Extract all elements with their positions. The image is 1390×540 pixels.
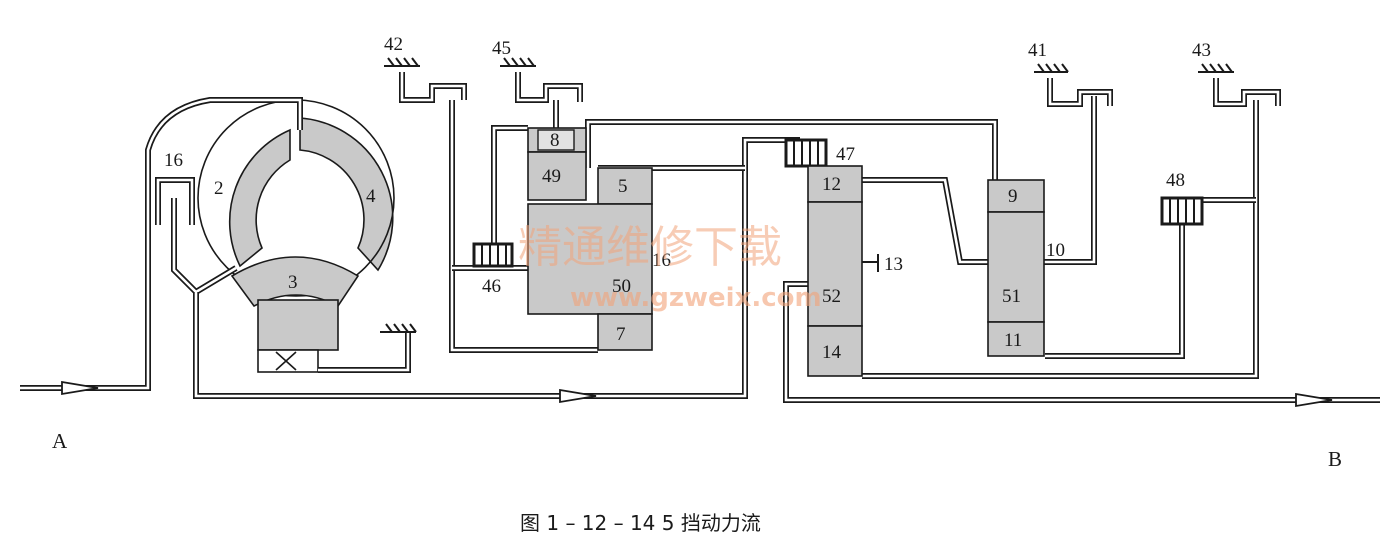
label-16-lockup: 16 [164, 150, 183, 171]
torque-converter [197, 99, 395, 373]
label-2: 2 [214, 178, 224, 199]
label-41: 41 [1028, 40, 1047, 61]
arrow-output [1295, 392, 1333, 408]
clutch-47 [784, 138, 828, 168]
label-4: 4 [366, 186, 376, 207]
label-50: 50 [612, 276, 631, 297]
label-10: 10 [1046, 240, 1065, 261]
label-8: 8 [550, 130, 560, 151]
label-7: 7 [616, 324, 626, 345]
label-3: 3 [288, 272, 298, 293]
ground-symbols [380, 57, 1234, 333]
ground-42-hatch [384, 57, 420, 67]
converter-ring-2 [228, 128, 291, 268]
pin-13 [862, 254, 879, 272]
label-12: 12 [822, 174, 841, 195]
label-46: 46 [482, 276, 501, 297]
ground-43-hatch [1198, 63, 1234, 73]
label-45: 45 [492, 38, 511, 59]
converter-stator-3 [230, 256, 360, 308]
flow-lines [20, 72, 1380, 403]
converter-ring-4 [299, 117, 394, 272]
label-47: 47 [836, 144, 855, 165]
watermark-cn: 精通维修下载 [518, 222, 782, 273]
label-14: 14 [822, 342, 842, 363]
one-way-clutch-cross [275, 351, 297, 371]
label-input-a: A [52, 429, 68, 453]
ground-45-hatch [500, 57, 536, 67]
one-way-clutch [257, 349, 319, 373]
label-43: 43 [1192, 40, 1211, 61]
label-13: 13 [884, 254, 903, 275]
clutch-48 [1160, 196, 1204, 226]
gearset-1 [527, 127, 653, 351]
arrow-input [61, 380, 99, 396]
gearset-2 [807, 165, 863, 377]
ground-stator-hatch [380, 323, 417, 333]
arrow-mid [559, 388, 597, 404]
label-5: 5 [618, 176, 628, 197]
label-16-gear: 16 [652, 250, 671, 271]
label-42: 42 [384, 34, 403, 55]
label-51: 51 [1002, 286, 1021, 307]
gearset-3 [987, 179, 1045, 357]
label-11: 11 [1004, 330, 1022, 351]
ground-41-hatch [1034, 63, 1069, 73]
label-52: 52 [822, 286, 841, 307]
watermark-url: www.gzweix.com [570, 283, 822, 313]
clutches [472, 138, 1204, 268]
label-9: 9 [1008, 186, 1018, 207]
figure-caption: 图 1 – 12 – 14 5 挡动力流 [520, 511, 761, 535]
label-49: 49 [542, 166, 561, 187]
label-48: 48 [1166, 170, 1185, 191]
stator-hub [257, 299, 339, 351]
label-output-b: B [1328, 447, 1342, 471]
clutch-46 [472, 242, 514, 268]
